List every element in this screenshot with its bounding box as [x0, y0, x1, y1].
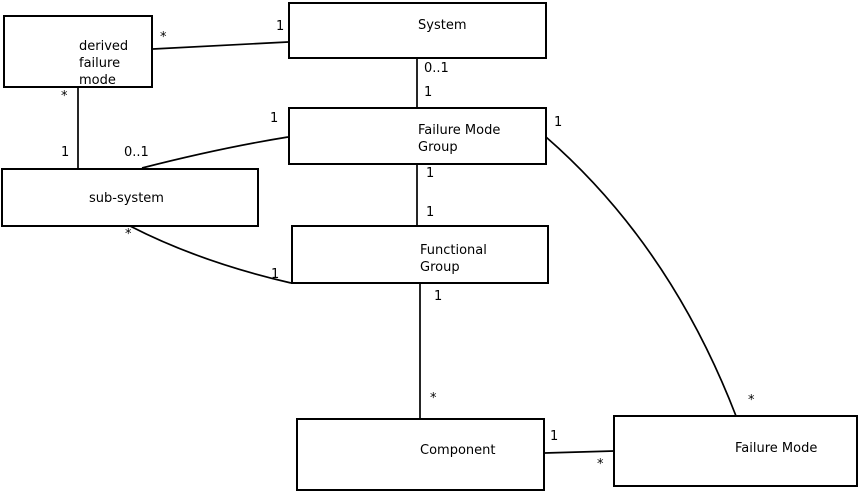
node-component: Component — [296, 418, 545, 491]
multiplicity-label: * — [597, 457, 604, 472]
edge-component-failure-mode — [544, 450, 615, 454]
multiplicity-label: 1 — [424, 85, 433, 100]
node-sub-system: sub-system — [1, 168, 259, 227]
multiplicity-label: 1 — [554, 115, 563, 130]
node-label: Component — [420, 442, 495, 459]
multiplicity-label: 0..1 — [424, 61, 449, 76]
multiplicity-label: 1 — [270, 111, 279, 126]
node-functional-group: Functional Group — [291, 225, 549, 284]
node-label-line: Group — [420, 260, 460, 275]
node-label-line: mode — [79, 73, 116, 88]
node-label-line: Failure Mode — [735, 441, 818, 456]
multiplicity-label: * — [125, 227, 132, 242]
multiplicity-label: * — [61, 89, 68, 104]
multiplicity-label: 1 — [426, 166, 435, 181]
multiplicity-label: 1 — [61, 145, 70, 160]
node-label: Functional Group — [420, 242, 487, 276]
node-failure-mode: Failure Mode — [613, 415, 858, 487]
multiplicity-label: 1 — [426, 205, 435, 220]
node-label-line: System — [418, 18, 467, 33]
multiplicity-label: 1 — [550, 429, 559, 444]
node-label-line: Component — [420, 443, 496, 458]
multiplicity-label: * — [748, 393, 755, 408]
multiplicity-label: 0..1 — [124, 145, 149, 160]
node-label-line: Group — [418, 140, 458, 155]
node-label: sub-system — [89, 190, 164, 207]
edge-sub-system-failure-mode-group — [141, 136, 289, 169]
node-label: derived failure mode — [79, 38, 128, 89]
node-label: System — [418, 17, 466, 34]
edge-failure-mode-group-failure-mode — [545, 136, 737, 417]
multiplicity-label: 1 — [276, 19, 285, 34]
node-label-line: Failure Mode — [418, 123, 501, 138]
node-derived-failure-mode: derived failure mode — [3, 15, 153, 88]
node-label-line: sub-system — [89, 191, 164, 206]
multiplicity-label: * — [160, 30, 167, 45]
node-label-line: failure — [79, 56, 121, 71]
node-label-line: Functional — [420, 243, 487, 258]
node-label: Failure Mode — [735, 440, 817, 457]
edge-sub-system-functional-group — [129, 225, 292, 284]
node-label: Failure Mode Group — [418, 122, 500, 156]
edge-derived-failure-mode-system — [152, 41, 289, 50]
multiplicity-label: * — [430, 391, 437, 406]
multiplicity-label: 1 — [271, 267, 280, 282]
node-label-line: derived — [79, 39, 129, 54]
multiplicity-label: 1 — [434, 289, 443, 304]
node-system: System — [288, 2, 547, 59]
node-failure-mode-group: Failure Mode Group — [288, 107, 547, 165]
